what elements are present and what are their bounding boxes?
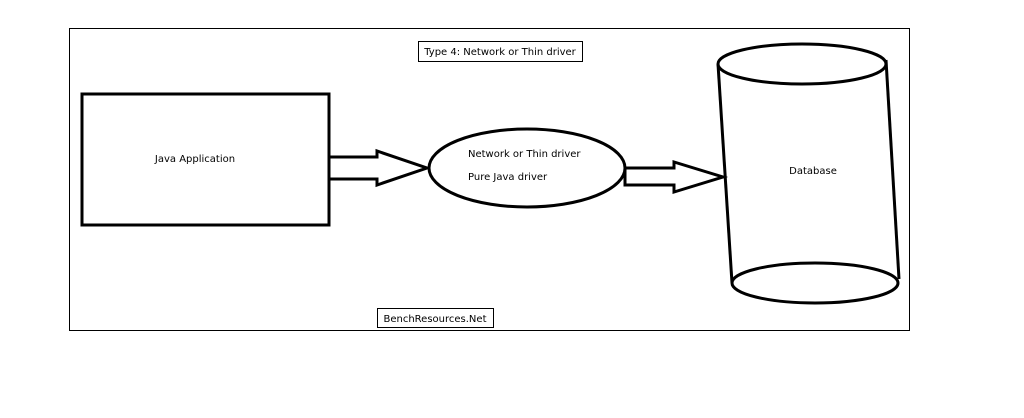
- driver-label-line1: Network or Thin driver: [468, 149, 581, 160]
- java-application-box: [80, 92, 331, 227]
- footer-label: BenchResources.Net: [384, 314, 487, 325]
- footer-box: [377, 308, 494, 328]
- arrow-driver-to-database: [623, 159, 729, 195]
- title-label: Type 4: Network or Thin driver: [423, 47, 576, 58]
- arrow-app-to-driver: [327, 148, 432, 188]
- java-application-label: Java Application: [154, 154, 235, 165]
- driver-label-line2: Pure Java driver: [468, 172, 548, 183]
- driver-ellipse: [427, 127, 627, 209]
- database-label: Database: [789, 166, 837, 177]
- title-box: [418, 41, 583, 62]
- database-cylinder: [716, 42, 901, 305]
